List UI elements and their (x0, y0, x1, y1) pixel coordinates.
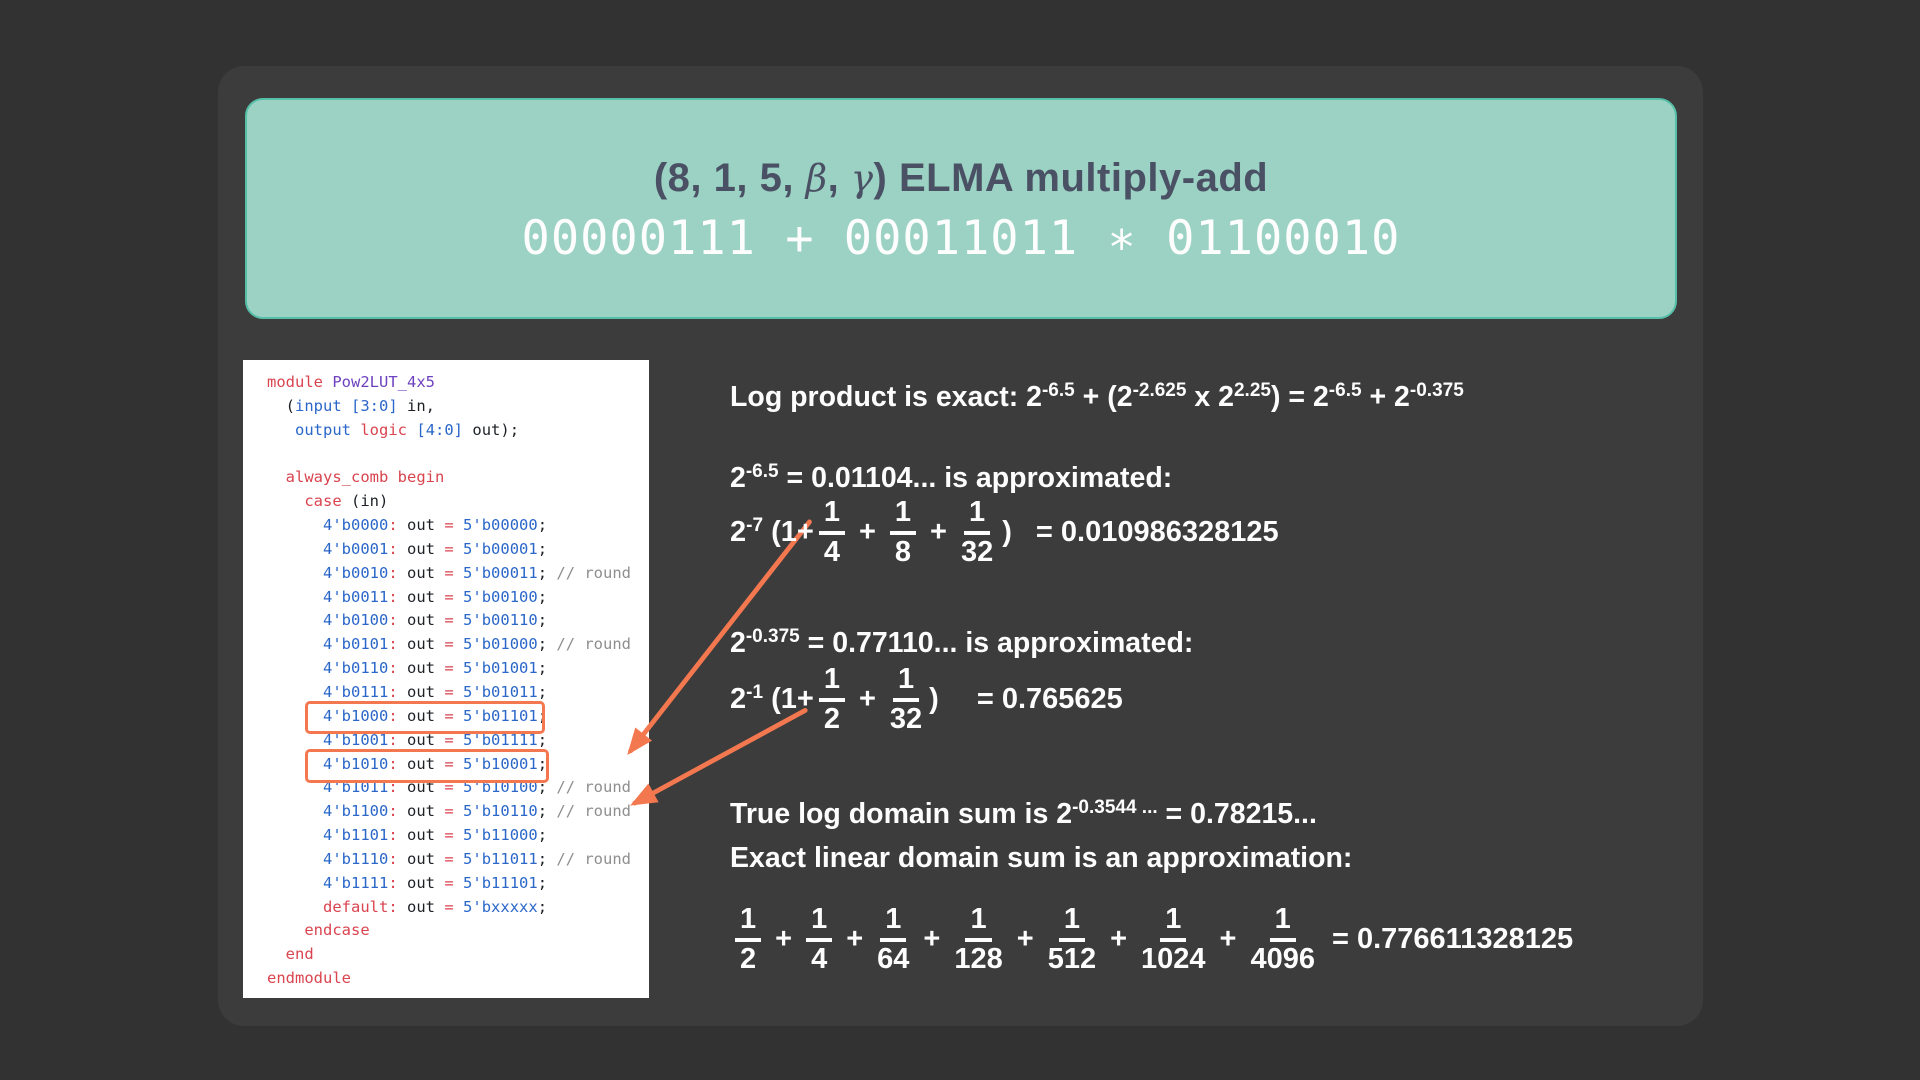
code-line (267, 443, 649, 467)
code-line: output logic [4:0] out); (295, 420, 520, 439)
code-listing: module Pow2LUT_4x5 (input [3:0] in, outp… (243, 360, 649, 991)
code-line: module Pow2LUT_4x5 (267, 373, 435, 391)
code-line: 4'b1101: out = 5'b11000; (323, 826, 548, 845)
plus-operator: + (923, 923, 941, 956)
formula-text: ) (929, 683, 939, 716)
code-line: 4'b0100: out = 5'b00110; (323, 611, 548, 630)
slide-title: (8, 1, 5, β, γ) ELMA multiply-add (653, 155, 1269, 200)
code-line: 4'b0001: out = 5'b00001; (323, 539, 548, 558)
plus-operator: + (846, 923, 864, 956)
plus-operator: + (1219, 923, 1237, 956)
code-line: 4'b1100: out = 5'b10110; // round (323, 802, 632, 821)
formula-text: = 0.776611328125 (1331, 923, 1574, 956)
header-card: (8, 1, 5, β, γ) ELMA multiply-add 000001… (245, 98, 1677, 319)
formula-text: 2-7 (1+ (730, 515, 814, 549)
code-panel: module Pow2LUT_4x5 (input [3:0] in, outp… (243, 360, 649, 998)
slide-panel: (8, 1, 5, β, γ) ELMA multiply-add 000001… (218, 66, 1703, 1026)
code-line: 4'b0010: out = 5'b00011; // round (323, 563, 632, 582)
binary-expression: 00000111 + 00011011 ∗ 01100010 (521, 210, 1401, 266)
code-line: always_comb begin (285, 468, 445, 487)
true-log-sum-line: True log domain sum is 2-0.3544 ... = 0.… (730, 797, 1317, 830)
code-line: 4'b1001: out = 5'b01111; (323, 730, 548, 749)
code-line: (input [3:0] in, (267, 396, 436, 415)
code-line: 4'b0011: out = 5'b00100; (323, 587, 548, 606)
formula-text: = 0.765625 (976, 683, 1123, 716)
formula-text: = 0.010986328125 (1035, 516, 1279, 549)
code-line: end (285, 945, 314, 964)
code-line: 4'b1110: out = 5'b11011; // round (323, 849, 632, 868)
plus-operator: + (930, 516, 947, 549)
linear-sum-line: Exact linear domain sum is an approximat… (730, 842, 1353, 874)
plus-operator: + (858, 516, 876, 549)
plus-operator: + (775, 923, 793, 956)
approx2-heading: 2-0.375 = 0.77110... is approximated: (730, 626, 1194, 659)
code-line: default: out = 5'bxxxxx; (323, 897, 548, 916)
plus-operator: + (1016, 923, 1034, 956)
code-line: endcase (304, 921, 370, 940)
code-line: 4'b1111: out = 5'b11101; (323, 873, 548, 892)
code-line-highlighted: 4'b1010: out = 5'b10001; (323, 754, 548, 773)
plus-operator: + (858, 683, 876, 716)
plus-operator: + (1110, 923, 1128, 956)
code-line: 4'b0111: out = 5'b01011; (323, 682, 548, 701)
highlight-box-4b1010 (305, 749, 549, 783)
highlight-box-4b1000 (305, 701, 545, 734)
formula-text: ) (1002, 516, 1012, 549)
code-line: 4'b0101: out = 5'b01000; // round (323, 635, 632, 654)
approx1-heading: 2-6.5 = 0.01104... is approximated: (730, 461, 1173, 494)
code-line: 4'b0000: out = 5'b00000; (323, 516, 548, 535)
formula-text: 2-1 (1+ (730, 682, 814, 716)
code-line: case (in) (304, 492, 389, 511)
code-line: endmodule (267, 969, 351, 988)
code-line: 4'b0110: out = 5'b01001; (323, 659, 548, 678)
log-product-line: Log product is exact: 2-6.5 + (2-2.625 x… (730, 380, 1464, 413)
